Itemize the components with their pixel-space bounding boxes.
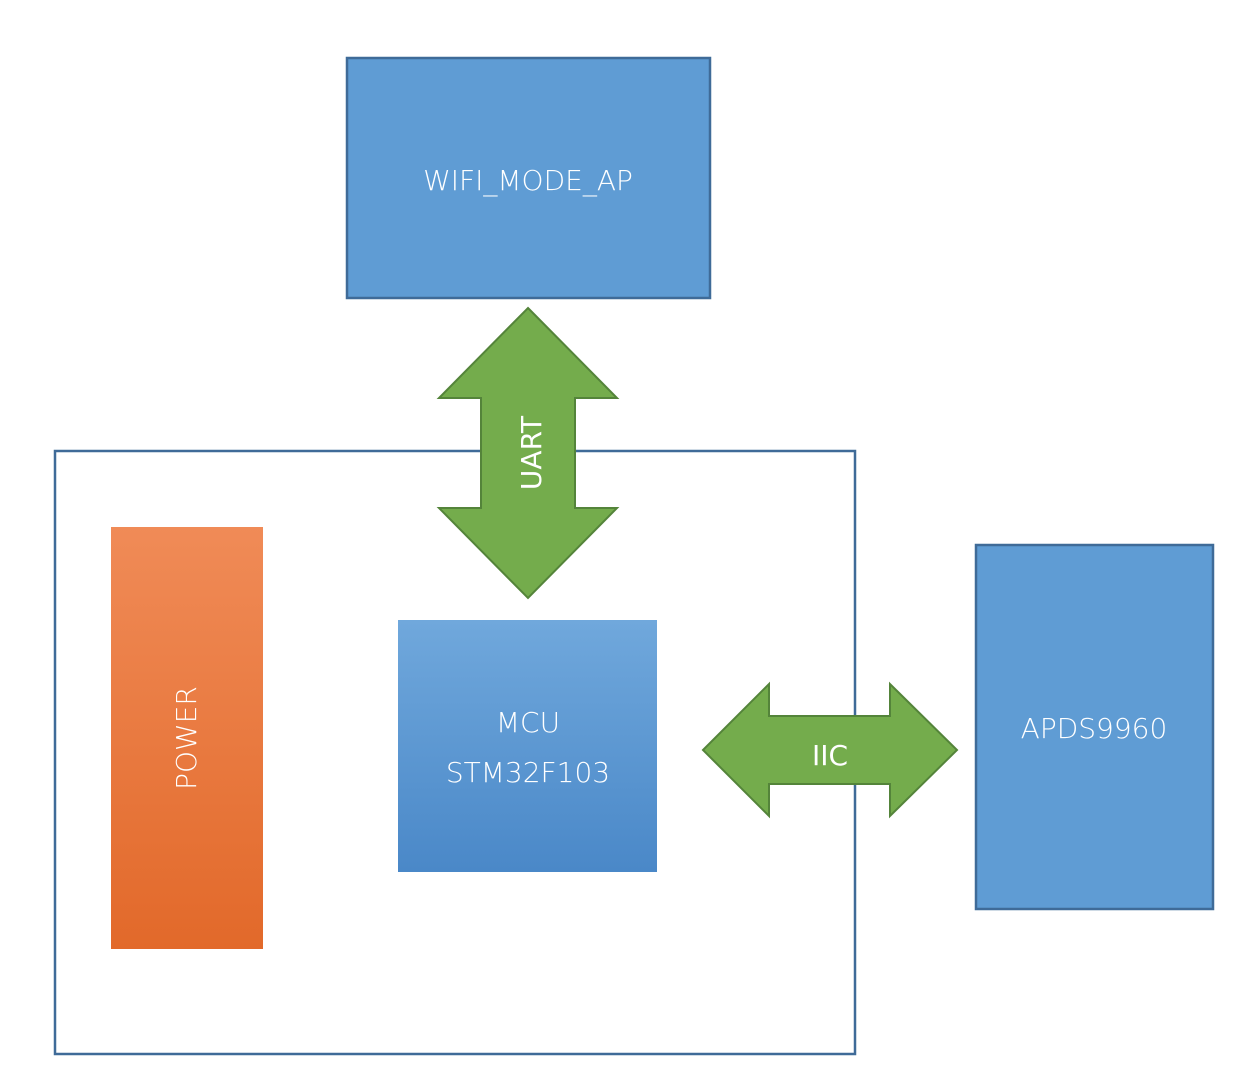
mcu-label-line1: MCU bbox=[496, 706, 560, 739]
sensor-block: APDS9960 bbox=[974, 543, 1215, 911]
iic-label: IIC bbox=[812, 739, 848, 772]
iic-double-arrow: IIC bbox=[701, 681, 959, 819]
mcu-block: MCU STM32F103 bbox=[398, 620, 657, 872]
power-label: POWER bbox=[170, 686, 203, 790]
wifi-module-label: WIFI_MODE_AP bbox=[423, 164, 633, 198]
wifi-module-block: WIFI_MODE_AP bbox=[345, 56, 712, 300]
power-block: POWER bbox=[111, 527, 263, 949]
mcu-label-line2: STM32F103 bbox=[446, 756, 610, 789]
uart-label: UART bbox=[515, 415, 548, 490]
uart-double-arrow: UART bbox=[436, 306, 620, 600]
sensor-label: APDS9960 bbox=[1021, 712, 1168, 745]
